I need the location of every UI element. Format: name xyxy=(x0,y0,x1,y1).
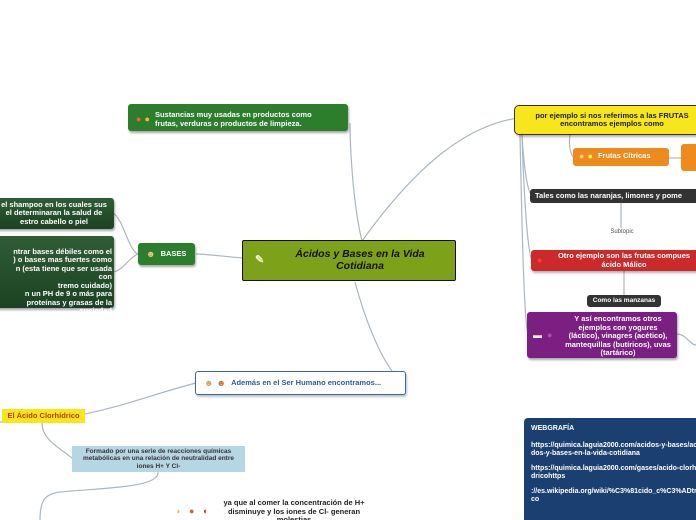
node-frutas[interactable]: por ejemplo si nos referimos a las FRUTA… xyxy=(514,105,696,135)
person-icon: ☻ xyxy=(146,249,156,259)
node-bases-debiles[interactable]: ntrar bases débiles como el ) o bases ma… xyxy=(0,236,114,315)
node-manzanas[interactable]: Como las manzanas xyxy=(587,295,661,307)
burger-icon: ● xyxy=(189,506,195,516)
woman-icon: ☻ xyxy=(216,378,226,388)
link-formado-comer xyxy=(39,471,159,520)
webgrafia-link[interactable]: https://quimica.laguia2000.com/acidos-y-… xyxy=(531,441,696,458)
node-formado-label: Formado por una serie de reacciones quím… xyxy=(83,447,234,470)
node-comer[interactable]: ◗ ● ◖ ya que al comer la concentración d… xyxy=(172,498,376,520)
link-central-humano xyxy=(354,281,393,372)
node-clorhidrico-label: El Ácido Clorhídrico xyxy=(7,410,80,420)
node-bases-debiles-label: ntrar bases débiles como el ) o bases ma… xyxy=(13,246,112,315)
man-icon: ☻ xyxy=(204,378,214,388)
node-bases-label: BASES xyxy=(160,249,187,259)
link-central-sustancias xyxy=(349,122,363,242)
node-shampoo-label: el shampoo en los cuales sus el determin… xyxy=(1,199,107,226)
link-clorhidrico-formado xyxy=(41,422,73,459)
node-formado[interactable]: Formado por una serie de reacciones quím… xyxy=(72,446,245,472)
node-clorhidrico[interactable]: El Ácido Clorhídrico xyxy=(2,409,85,423)
pepper-icon: ◖ xyxy=(202,506,208,516)
node-humano-label: Además en el Ser Humano encontramos... xyxy=(231,378,382,388)
node-citricas-child[interactable] xyxy=(681,144,696,171)
webgrafia-link[interactable]: https://quimica.laguia2000.com/gases/aci… xyxy=(531,464,696,481)
webgrafia-panel: WEBGRAFÍA https://quimica.laguia2000.com… xyxy=(524,418,696,520)
webgrafia-title: WEBGRAFÍA xyxy=(531,425,575,432)
link-central-bases xyxy=(195,253,244,259)
apple-icon: ● xyxy=(537,255,543,265)
node-subtopic-label: Subtopic xyxy=(610,229,634,235)
central-title: Ácidos y Bases en la Vida Cotidiana xyxy=(295,248,425,272)
node-citricas[interactable]: ●● Frutas Cítricas xyxy=(573,148,669,166)
node-sustancias-label: Sustancias muy usadas en productos como … xyxy=(154,110,312,128)
node-bases[interactable]: ☻ BASES xyxy=(138,243,195,265)
grape-icon: ● xyxy=(547,330,553,340)
tomato-icon: ● xyxy=(136,114,142,124)
node-subtopic[interactable]: Subtopic xyxy=(606,228,638,238)
orange-icon: ● xyxy=(579,151,585,161)
link-central-frutas xyxy=(361,117,519,242)
node-naranjas-label: Tales como las naranjas, limones y pome xyxy=(535,191,683,200)
node-shampoo[interactable]: el shampoo en los cuales sus el determin… xyxy=(0,198,114,229)
central-topic[interactable]: ✎ Ácidos y Bases en la Vida Cotidiana xyxy=(242,240,456,281)
link-bases-debiles xyxy=(112,253,139,273)
link-frutas-otro xyxy=(521,134,533,261)
node-yogures[interactable]: ▬ ● Y así encontramos otros ejemplos con… xyxy=(527,312,677,358)
webgrafia-link[interactable]: ://es.wikipedia.org/wiki/%C3%81cido_c%C3… xyxy=(531,487,696,504)
node-frutas-label: por ejemplo si nos referimos a las FRUTA… xyxy=(535,110,689,128)
node-naranjas[interactable]: Tales como las naranjas, limones y pome xyxy=(530,189,696,203)
butter-icon: ▬ xyxy=(533,330,542,340)
lemon-icon: ● xyxy=(587,151,593,161)
pencil-icon: ✎ xyxy=(255,254,265,266)
webgrafia-links: https://quimica.laguia2000.com/acidos-y-… xyxy=(531,442,696,505)
orange-icon: ● xyxy=(144,114,150,124)
node-yogures-label: Y así encontramos otros ejemplos con yog… xyxy=(565,314,671,357)
node-otro-label: Otro ejemplo son las frutas compues ácid… xyxy=(557,251,691,269)
taco-icon: ◗ xyxy=(176,506,182,516)
node-manzanas-label: Como las manzanas xyxy=(592,296,656,304)
link-bases-shampoo xyxy=(112,212,139,255)
node-sustancias[interactable]: ●● Sustancias muy usadas en productos co… xyxy=(128,104,348,131)
node-otro[interactable]: ● Otro ejemplo son las frutas compues ác… xyxy=(531,250,696,271)
node-citricas-label: Frutas Cítricas xyxy=(597,151,651,161)
node-humano[interactable]: ☻☻ Además en el Ser Humano encontramos..… xyxy=(195,371,406,395)
link-frutas-yogures xyxy=(519,134,529,335)
link-yogures-right xyxy=(676,333,696,346)
node-comer-label: ya que al comer la concentración de H+ d… xyxy=(223,498,365,520)
